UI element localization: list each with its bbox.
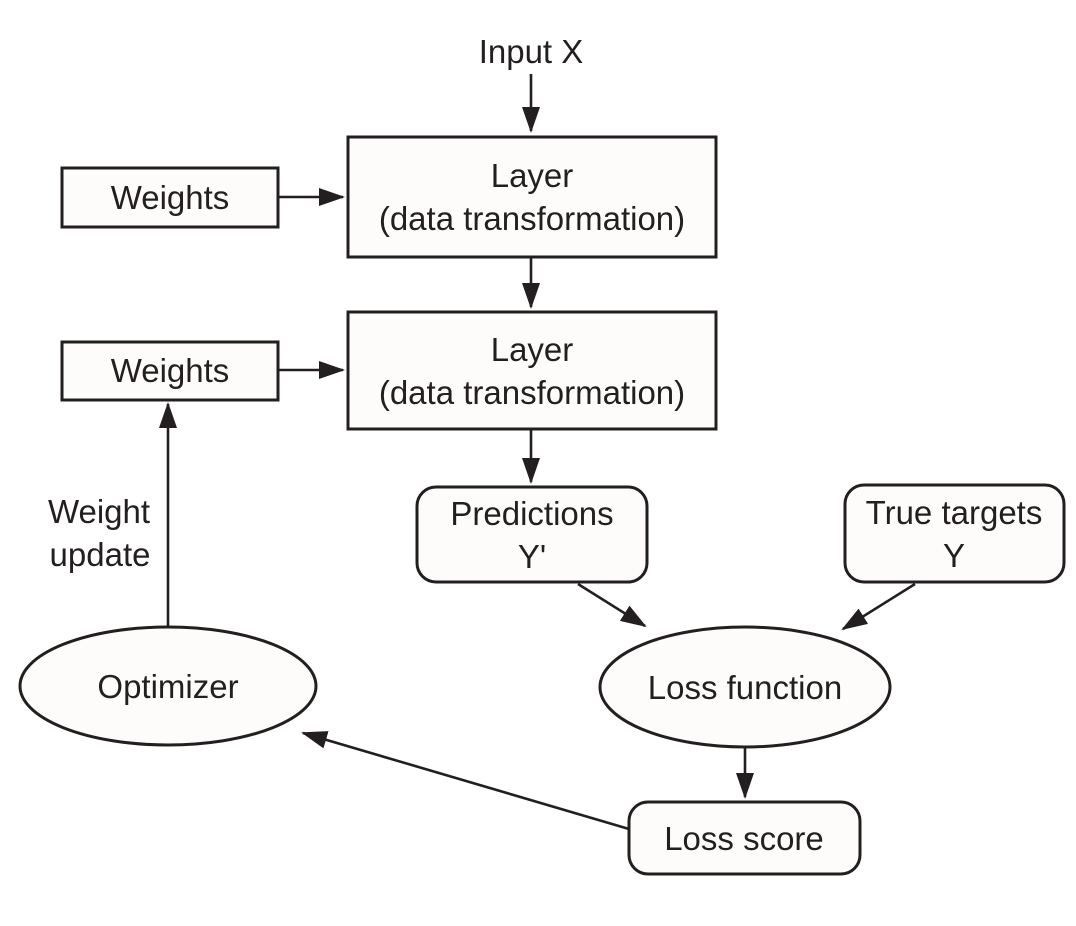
node-true-targets: True targets Y xyxy=(843,483,1066,584)
layer-1-label-line2: (data transformation) xyxy=(379,200,685,237)
node-loss-score: Loss score xyxy=(627,800,862,876)
predictions-box xyxy=(415,485,649,584)
arrow-predictions-to-loss-function xyxy=(577,582,647,628)
layer-2-label-line1: Layer xyxy=(491,331,574,368)
true-targets-label-line2: Y xyxy=(943,537,965,574)
true-targets-label-line1: True targets xyxy=(866,494,1043,531)
layer-1-box xyxy=(346,135,718,259)
weight-update-label: Weight update xyxy=(48,493,151,573)
optimizer-ellipse xyxy=(18,625,318,747)
weights-2-label: Weights xyxy=(111,352,230,389)
node-weights-1: Weights xyxy=(60,166,280,229)
predictions-label-line1: Predictions xyxy=(450,495,613,532)
weights-2-box xyxy=(60,340,280,402)
arrow-loss-score-to-optimizer xyxy=(301,731,630,831)
arrow-true-targets-to-loss-function xyxy=(841,582,916,631)
weights-1-label: Weights xyxy=(111,179,230,216)
weight-update-label-line2: update xyxy=(50,536,151,573)
loss-score-box xyxy=(627,800,862,876)
weights-1-box xyxy=(60,166,280,229)
layer-2-box xyxy=(346,310,718,431)
node-weights-2: Weights xyxy=(60,340,280,402)
loss-score-label: Loss score xyxy=(664,820,824,857)
node-predictions: Predictions Y' xyxy=(415,485,649,584)
loss-function-ellipse xyxy=(598,625,892,749)
predictions-label-line2: Y' xyxy=(518,538,546,575)
node-optimizer: Optimizer xyxy=(18,625,318,747)
optimizer-label: Optimizer xyxy=(97,668,238,705)
input-x-label: Input X xyxy=(479,33,584,70)
weight-update-label-line1: Weight xyxy=(48,493,150,530)
node-layer-2: Layer (data transformation) xyxy=(346,310,718,431)
layer-2-label-line2: (data transformation) xyxy=(379,374,685,411)
loss-function-label: Loss function xyxy=(648,669,842,706)
node-loss-function: Loss function xyxy=(598,625,892,749)
true-targets-box xyxy=(843,483,1066,584)
node-layer-1: Layer (data transformation) xyxy=(346,135,718,259)
layer-1-label-line1: Layer xyxy=(491,157,574,194)
